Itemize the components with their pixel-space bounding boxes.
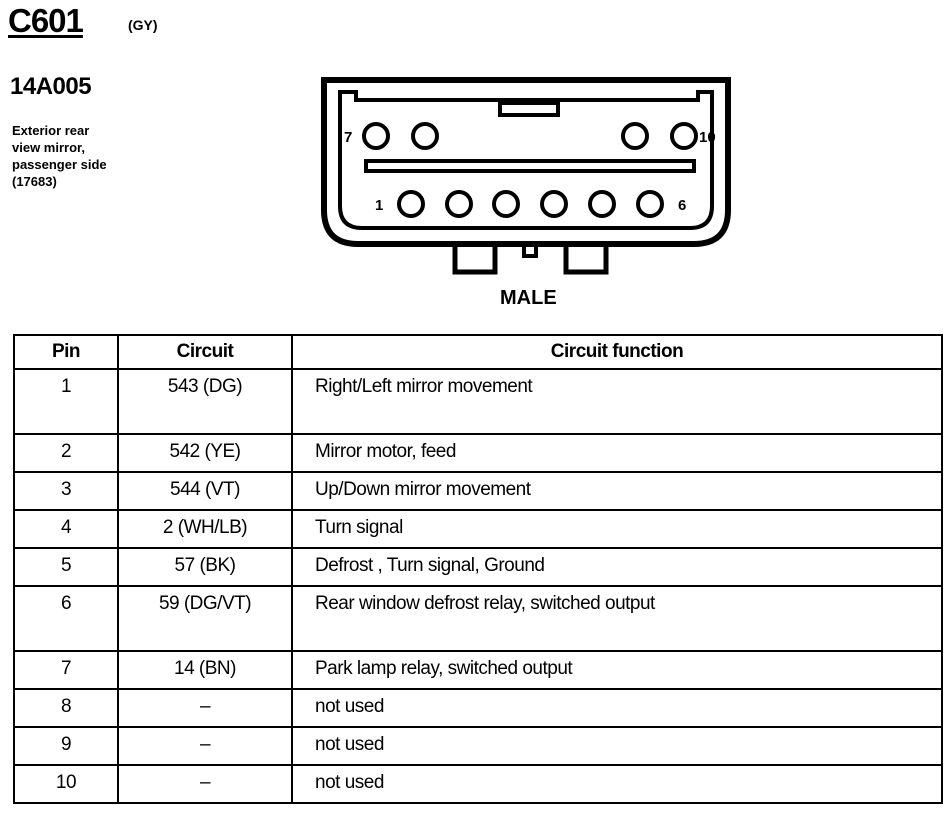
circuit-cell: 2 (WH/LB): [117, 509, 293, 549]
pin-9-socket: [621, 122, 649, 150]
connector-shell-inner: [338, 90, 714, 230]
pin-label-10: 10: [699, 129, 716, 146]
pin-label-1: 1: [375, 197, 383, 214]
table-row: 7 14 (BN) Park lamp relay, switched outp…: [13, 650, 943, 690]
circuit-cell: 544 (VT): [117, 471, 293, 511]
description-line: (17683): [12, 174, 57, 189]
circuit-cell: –: [117, 688, 293, 728]
view-label: MALE: [500, 287, 557, 309]
connector-description: Exterior rear view mirror, passenger sid…: [12, 122, 152, 190]
pin-5-socket: [588, 190, 616, 218]
pin-7-socket: [362, 122, 390, 150]
connector-latch-left: [452, 241, 498, 275]
function-cell: Turn signal: [291, 509, 943, 549]
pin-1-socket: [397, 190, 425, 218]
circuit-cell: 543 (DG): [117, 368, 293, 435]
circuit-cell: –: [117, 726, 293, 766]
description-line: Exterior rear: [12, 123, 90, 138]
table-row: 1 543 (DG) Right/Left mirror movement: [13, 368, 943, 435]
pin-8-socket: [411, 122, 439, 150]
pin-cell: 6: [13, 585, 119, 652]
pin-label-6: 6: [678, 197, 686, 214]
circuit-cell: 14 (BN): [117, 650, 293, 690]
pin-label-7: 7: [344, 129, 352, 146]
table-row: 9 – not used: [13, 726, 943, 766]
pin-cell: 4: [13, 509, 119, 549]
pin-cell: 1: [13, 368, 119, 435]
table-row: 2 542 (YE) Mirror motor, feed: [13, 433, 943, 473]
function-cell: Right/Left mirror movement: [291, 368, 943, 435]
table-row: 4 2 (WH/LB) Turn signal: [13, 509, 943, 549]
table-row: 5 57 (BK) Defrost , Turn signal, Ground: [13, 547, 943, 587]
header-circuit-function: Circuit function: [291, 334, 943, 370]
circuit-cell: –: [117, 764, 293, 804]
pin-10-socket: [670, 122, 698, 150]
connector-shell-outer: [321, 77, 731, 247]
pin-cell: 3: [13, 471, 119, 511]
pin-2-socket: [445, 190, 473, 218]
connector-separator-bar: [364, 159, 696, 173]
function-cell: Mirror motor, feed: [291, 433, 943, 473]
pin-cell: 9: [13, 726, 119, 766]
circuit-cell: 57 (BK): [117, 547, 293, 587]
pin-cell: 7: [13, 650, 119, 690]
connector-id: C601: [8, 2, 84, 39]
pin-cell: 10: [13, 764, 119, 804]
pin-cell: 2: [13, 433, 119, 473]
pin-4-socket: [540, 190, 568, 218]
table-header-row: Pin Circuit Circuit function: [13, 334, 943, 370]
header-circuit: Circuit: [117, 334, 293, 370]
table-row: 8 – not used: [13, 688, 943, 728]
connector-color: (GY): [128, 17, 158, 33]
function-cell: Defrost , Turn signal, Ground: [291, 547, 943, 587]
pin-cell: 8: [13, 688, 119, 728]
description-line: view mirror,: [12, 140, 85, 155]
description-line: passenger side: [12, 157, 107, 172]
pin-6-socket: [636, 190, 664, 218]
function-cell: Park lamp relay, switched output: [291, 650, 943, 690]
circuit-cell: 59 (DG/VT): [117, 585, 293, 652]
circuit-cell: 542 (YE): [117, 433, 293, 473]
connector-face-diagram: 7 10 1 6: [321, 77, 731, 275]
function-cell: not used: [291, 726, 943, 766]
pin-table: Pin Circuit Circuit function 1 543 (DG) …: [13, 334, 943, 804]
part-number: 14A005: [10, 73, 92, 100]
connector-latch-center: [522, 242, 538, 258]
function-cell: Rear window defrost relay, switched outp…: [291, 585, 943, 652]
connector-latch-right: [563, 241, 609, 275]
header-pin: Pin: [13, 334, 119, 370]
connector-key-tab: [498, 101, 560, 117]
pin-3-socket: [492, 190, 520, 218]
pin-cell: 5: [13, 547, 119, 587]
table-row: 3 544 (VT) Up/Down mirror movement: [13, 471, 943, 511]
table-row: 6 59 (DG/VT) Rear window defrost relay, …: [13, 585, 943, 652]
function-cell: not used: [291, 688, 943, 728]
function-cell: not used: [291, 764, 943, 804]
function-cell: Up/Down mirror movement: [291, 471, 943, 511]
table-row: 10 – not used: [13, 764, 943, 804]
